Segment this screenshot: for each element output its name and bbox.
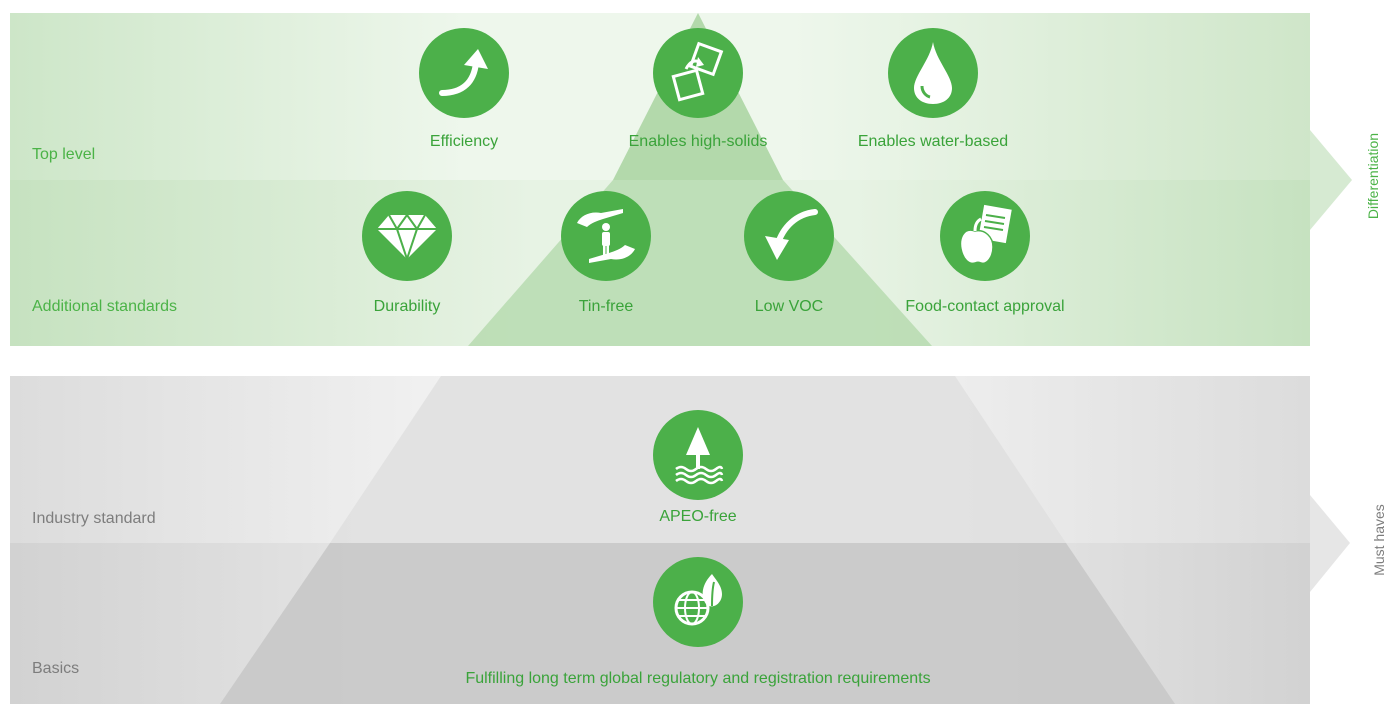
item-label-regulatory: Fulfilling long term global regulatory a… xyxy=(465,670,931,687)
tree-water-icon xyxy=(653,410,743,500)
item-label-efficiency: Efficiency xyxy=(429,133,499,150)
level-label-industry: Industry standard xyxy=(32,510,156,527)
globe-leaf-icon xyxy=(653,557,743,647)
differentiation-arrow xyxy=(1310,130,1352,230)
item-label-tin-free: Tin-free xyxy=(578,298,634,315)
item-label-food-contact: Food-contact approval xyxy=(905,298,1065,315)
must-haves-arrow xyxy=(1310,495,1350,592)
water-drop-icon xyxy=(888,28,978,118)
side-label-must-haves: Must haves xyxy=(1370,504,1387,576)
apple-document-icon xyxy=(940,191,1030,281)
item-label-durability: Durability xyxy=(373,298,441,315)
rotating-squares-icon xyxy=(653,28,743,118)
downward-arrow-icon xyxy=(744,191,834,281)
level-label-additional: Additional standards xyxy=(32,298,177,315)
side-label-differentiation: Differentiation xyxy=(1365,132,1382,220)
level-label-basics: Basics xyxy=(32,660,80,677)
hands-protecting-person-icon xyxy=(561,191,651,281)
item-label-high-solids: Enables high-solids xyxy=(628,133,768,150)
diamond-icon xyxy=(362,191,452,281)
upward-arrow-icon xyxy=(419,28,509,118)
additional-pyramid-section xyxy=(468,180,932,346)
item-label-low-voc: Low VOC xyxy=(754,298,824,315)
level-label-top: Top level xyxy=(32,146,96,163)
item-label-water-based: Enables water-based xyxy=(857,133,1009,150)
item-label-apeo-free: APEO-free xyxy=(659,508,737,525)
